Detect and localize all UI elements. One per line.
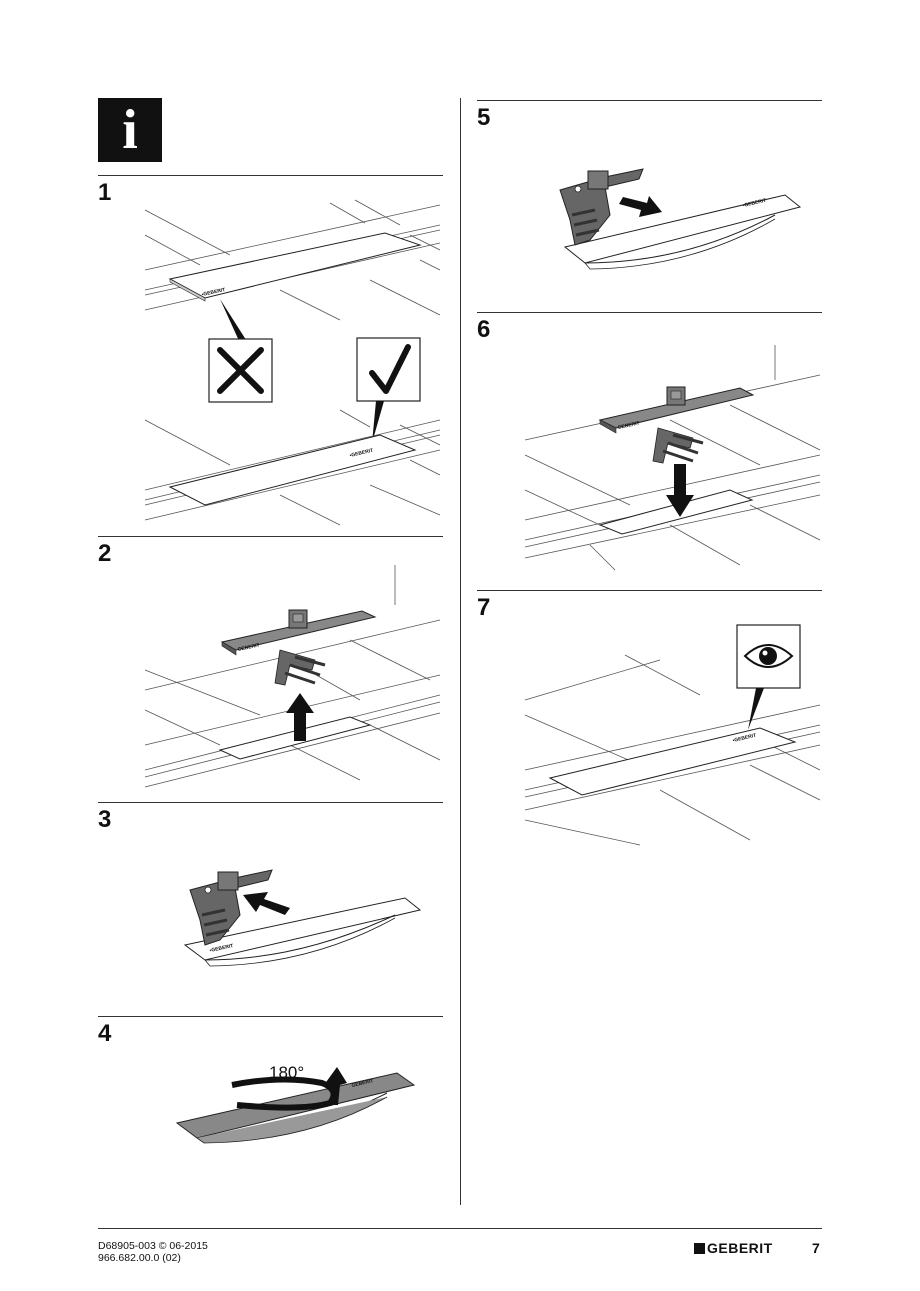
step-5-rule bbox=[477, 100, 822, 101]
brand-name: GEBERIT bbox=[707, 1240, 773, 1256]
step-4-illustration: GEBERIT 180° bbox=[175, 1063, 416, 1144]
step-1-logo-top: ▪GEBERIT bbox=[201, 287, 226, 298]
geberit-logo: GEBERIT bbox=[694, 1240, 773, 1256]
incorrect-icon bbox=[208, 338, 273, 403]
step-1-rule bbox=[98, 175, 443, 176]
step-6-logo: GEBERIT bbox=[617, 420, 640, 430]
step-number-1: 1 bbox=[98, 179, 112, 206]
step-1-illustration: ▪GEBERIT ▪GEBERIT bbox=[144, 199, 441, 526]
article-code: 966.682.00.0 (02) bbox=[98, 1252, 181, 1264]
page-number: 7 bbox=[812, 1240, 820, 1256]
step-7-rule bbox=[477, 590, 822, 591]
step-number-4: 4 bbox=[98, 1020, 112, 1047]
inspect-eye-icon bbox=[736, 624, 801, 689]
step-number-2: 2 bbox=[98, 540, 112, 567]
footer-codes: D68905-003 © 06-2015 966.682.00.0 (02) bbox=[98, 1240, 208, 1264]
step-number-5: 5 bbox=[477, 104, 491, 131]
step-number-7: 7 bbox=[477, 594, 491, 621]
footer-rule bbox=[98, 1228, 822, 1229]
step-3-illustration: ▪GEBERIT bbox=[183, 869, 422, 967]
step-4-logo: GEBERIT bbox=[351, 1078, 374, 1089]
step-2-illustration: GEBERIT bbox=[144, 565, 441, 788]
step-number-3: 3 bbox=[98, 806, 112, 833]
column-divider bbox=[460, 98, 461, 1205]
logo-square-icon bbox=[694, 1243, 705, 1254]
doc-code: D68905-003 © 06-2015 bbox=[98, 1240, 208, 1252]
step-2-logo: GEBERIT bbox=[237, 642, 260, 652]
step-1-logo-bottom: ▪GEBERIT bbox=[349, 448, 374, 459]
step-7-illustration: ▪GEBERIT bbox=[524, 624, 821, 846]
step-5-logo: ▪GEBERIT bbox=[742, 198, 767, 209]
step-7-logo: ▪GEBERIT bbox=[732, 733, 757, 744]
step-2-rule bbox=[98, 536, 443, 537]
step-5-illustration: ▪GEBERIT bbox=[559, 168, 802, 270]
correct-icon bbox=[356, 337, 421, 402]
info-icon: i bbox=[98, 98, 162, 162]
step-number-6: 6 bbox=[477, 316, 491, 343]
step-4-rule bbox=[98, 1016, 443, 1017]
step-3-rule bbox=[98, 802, 443, 803]
step-3-logo: ▪GEBERIT bbox=[209, 943, 234, 954]
rotation-label: 180° bbox=[269, 1063, 304, 1082]
step-6-rule bbox=[477, 312, 822, 313]
step-6-illustration: GEBERIT bbox=[524, 345, 821, 571]
